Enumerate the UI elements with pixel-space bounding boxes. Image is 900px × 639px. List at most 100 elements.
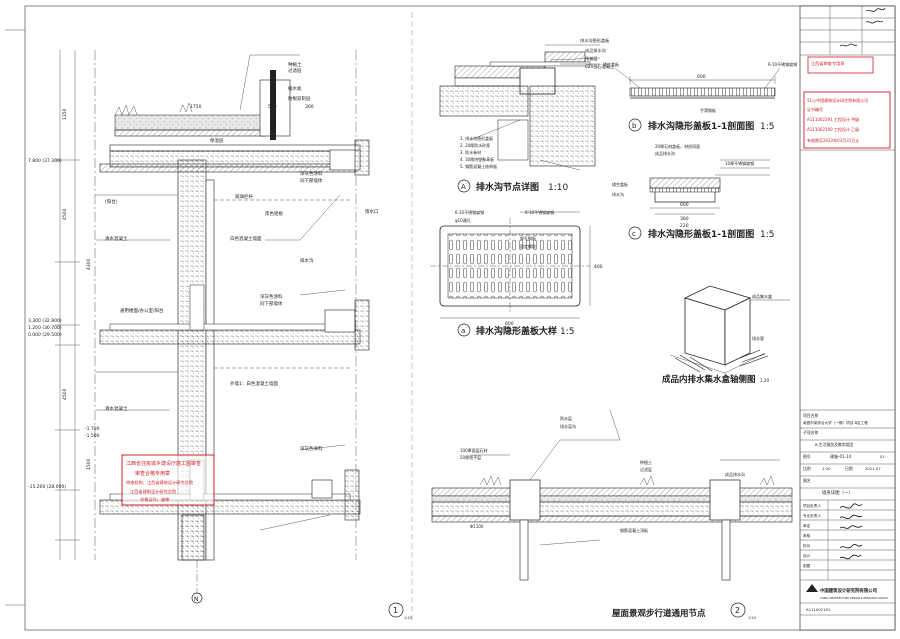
planting-soil: [114, 114, 266, 131]
tb-cert-4: A111002190 工程设计 乙级: [807, 126, 859, 132]
a-note-cover: 排水沟隐形盖板: [580, 37, 610, 44]
note-planting: 种植土: [288, 61, 302, 68]
detail-b-title: 排水沟隐形盖板1-1剖面图: [648, 120, 754, 132]
title-block: 江西省审查专用章 51公中国建筑设计研究院有限公司 证书编号 A11100219…: [799, 5, 896, 631]
cover-plan-detail: 600 400 6-10不锈钢扁钢 6-10不锈钢扁钢 φ10通孔 穿孔钢板 固…: [430, 209, 603, 337]
stamp-line-1: 江西省住房城乡建设厅施工图审查: [126, 460, 201, 467]
detail-1-scale: 1:25: [404, 616, 412, 620]
tb-project-label: 项目名称: [803, 413, 818, 418]
a-note-5: 5. 钢筋混凝土结构板: [460, 163, 497, 169]
a-note-3: 3. 防水卷材: [460, 149, 481, 155]
detail-b-letter: b: [632, 122, 637, 130]
tb-date-label: 日期: [845, 466, 853, 471]
note-insulation: 保温层: [210, 137, 224, 144]
tb-version: 01: [880, 454, 885, 459]
tb-project: 南昌市某综合大学（一期）项目-B区工程: [803, 420, 868, 425]
b-note-cover: 镂空盖板: [603, 61, 619, 67]
note-black-panel: 黑色铝板: [265, 210, 283, 217]
note-gray-paint: 深灰色涂料: [300, 170, 323, 177]
dim-v-2: 4500: [62, 208, 68, 220]
plan-note-hole: φ10通孔: [455, 217, 471, 223]
plan-dim-400: 400: [594, 264, 603, 270]
d2-note-diameter: Φ1100: [470, 524, 484, 529]
c-dim-220: 220: [680, 223, 689, 229]
stamp-line-4: 江西省建筑设计研究总院: [130, 488, 177, 495]
c-dim-600: 600: [680, 202, 689, 208]
tb-sign-3: 审定: [803, 523, 811, 528]
cover-section-b: 600 镂空盖板 6-10不锈钢扁钢 手滑钢板 b 排水沟隐形盖板1-1剖面图 …: [603, 61, 797, 132]
note-gray-paint-2: 深灰色涂料: [260, 293, 283, 300]
note-same-2: 同下部墙体: [260, 300, 283, 307]
walkway-detail: 100厚面层石材 50厚找平层 防水层 排水盲沟 种植土 过滤层 成品排水沟 Φ…: [431, 409, 793, 620]
tb-cert-stamp: [803, 91, 891, 149]
d2-note-stone: 100厚面层石材: [460, 447, 488, 453]
dim-h-3: 300: [305, 104, 314, 110]
tb-sign-6: 设计: [803, 553, 811, 558]
c-note-cover: 镂空盖板: [612, 181, 628, 187]
plan-note-bolt: 固定螺栓: [520, 243, 536, 249]
detail-plan-scale: 1:5: [560, 327, 574, 337]
c-note-stone: 20厚石材盖板，材质同面: [655, 143, 700, 149]
plan-note-plate: 穿孔钢板: [520, 235, 536, 241]
note-fair-faced-1: 清水混凝土: [105, 235, 128, 242]
stamp-line-5: 合格证号：施审: [140, 496, 169, 503]
elevation-1: 7.800 (37.300): [28, 158, 62, 164]
note-rainwater-outlet: 雨水口: [365, 208, 379, 215]
iso-title: 成品内排水集水盒轴侧图: [662, 374, 756, 385]
a-note-1: 1. 排水沟隐形盖板: [460, 135, 493, 141]
a-note-trench: 成品排水沟: [585, 47, 606, 54]
note-floor-type: 通用楼面/办公室/阳台: [120, 307, 164, 314]
b-note-plate: 手滑钢板: [700, 107, 716, 113]
tb-drawing: 墙身详图（一）: [822, 489, 853, 496]
tb-sub-label: 子项名称: [803, 430, 818, 435]
a-note-slope: 找坡层: [585, 55, 598, 62]
tb-sub: B-生活服务及教学组团: [815, 442, 853, 447]
stamp-line-2: 审查合格专用章: [135, 470, 170, 477]
detail-b-scale: 1:5: [760, 122, 774, 132]
d2-note-level: 50厚找平层: [460, 454, 481, 460]
note-white-wall: 白色混凝土墙面: [230, 235, 262, 242]
d2-note-trench: 成品排水沟: [725, 471, 745, 477]
stamp-line-3: 审查机构：江西省建筑设计研究总院: [126, 479, 194, 486]
note-exterior-wall: 外墙1：白色混凝土墙面: [230, 380, 278, 387]
iso-note-box: 成品集水盒: [752, 293, 772, 299]
c-note-trench: 成品排水沟: [655, 150, 675, 156]
tb-cert-1: 51公中国建筑设计研究院有限公司: [807, 97, 868, 103]
tb-drawing-label: 图名: [803, 478, 811, 483]
tb-sign-4: 审核: [803, 533, 811, 538]
tb-sign-2: 专业负责人: [803, 513, 821, 518]
b-note-steel: 6-10不锈钢扁钢: [768, 61, 797, 67]
detail-2-title: 屋面景观步行道通用节点: [612, 608, 706, 619]
d2-note-waterproof: 防水层: [560, 415, 572, 421]
d2-note-slab: 钢筋混凝土顶板: [620, 527, 648, 533]
detail-b-bubble: [628, 118, 642, 132]
tb-cert-3: A111002191 工程设计 甲级: [807, 116, 859, 122]
dim-v-1: 1350: [62, 108, 68, 120]
cover-section-c: 600 360 220 20厚石材盖板，材质同面 成品排水沟 10厚不锈钢扁钢 …: [612, 143, 774, 240]
plan-note-steel-1: 6-10不锈钢扁钢: [455, 209, 484, 215]
c-note-steel: 10厚不锈钢扁钢: [725, 160, 754, 166]
dim-v-5: 1500: [86, 458, 92, 470]
note-same-as-below: 同下部墙体: [300, 177, 323, 184]
tb-firm-en: CHINA ARCHITECTURE DESIGN & RESEARCH GRO…: [820, 596, 888, 600]
dim-h-2: 500: [268, 104, 277, 110]
detail-a-title: 排水沟节点详图: [476, 181, 539, 193]
note-drain-board: 排水板: [288, 85, 302, 92]
elevation-3: 1.200 (30.700): [28, 325, 62, 331]
tb-cert-5: 有效期至2022年03月31日止: [807, 137, 859, 143]
c-note-drain: 排水沟: [612, 191, 624, 197]
elevation-2: 3.300 (32.800): [28, 318, 62, 324]
d2-note-soil: 种植土: [640, 459, 652, 465]
elevation-7: -15.200 (28.000): [28, 484, 66, 490]
plan-dim-600: 600: [505, 321, 514, 327]
elevation-4: 0.000 (29.500): [28, 332, 62, 338]
tb-cert-2: 证书编号: [807, 106, 823, 112]
d2-note-filter: 过滤层: [640, 466, 652, 472]
floor-slab-2: [99, 329, 361, 345]
tb-drawing-no-label: 图号: [803, 454, 811, 459]
note-gray-paint-3: 深灰色涂料: [300, 445, 323, 452]
a-note-2: 2. 20厚防水砂浆: [460, 142, 490, 148]
detail-c-scale: 1:5: [760, 230, 774, 240]
